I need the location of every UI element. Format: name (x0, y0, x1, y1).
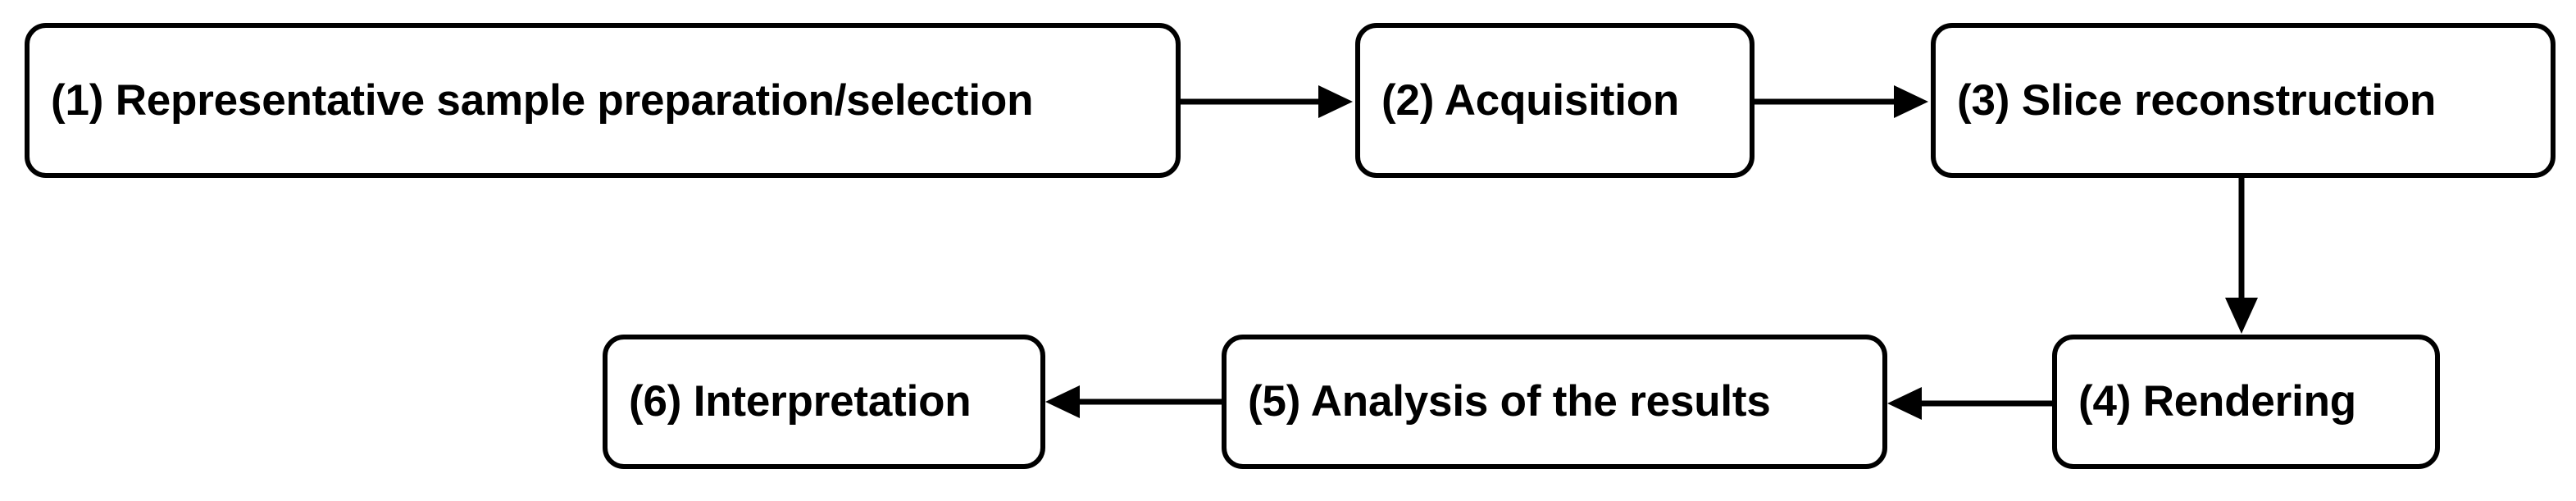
flow-node-4-label: (4) Rendering (2078, 377, 2356, 426)
flow-node-1-label: (1) Representative sample preparation/se… (51, 75, 1034, 125)
arrow-node5-to-node6 (1044, 380, 1223, 423)
arrow-node3-to-node4 (2220, 178, 2263, 336)
flow-node-5-label: (5) Analysis of the results (1248, 377, 1771, 426)
flow-node-5[interactable]: (5) Analysis of the results (1222, 335, 1887, 469)
flow-node-3[interactable]: (3) Slice reconstruction (1931, 23, 2556, 178)
flow-node-6[interactable]: (6) Interpretation (603, 335, 1045, 469)
flow-node-1[interactable]: (1) Representative sample preparation/se… (25, 23, 1181, 178)
flow-node-3-label: (3) Slice reconstruction (1957, 75, 2437, 125)
arrow-node4-to-node5 (1886, 382, 2054, 425)
flow-node-6-label: (6) Interpretation (629, 377, 972, 426)
arrow-node1-to-node2 (1181, 80, 1357, 123)
flow-node-4[interactable]: (4) Rendering (2052, 335, 2440, 469)
flow-node-2[interactable]: (2) Acquisition (1355, 23, 1755, 178)
arrow-node2-to-node3 (1755, 80, 1932, 123)
flow-node-2-label: (2) Acquisition (1381, 75, 1680, 125)
